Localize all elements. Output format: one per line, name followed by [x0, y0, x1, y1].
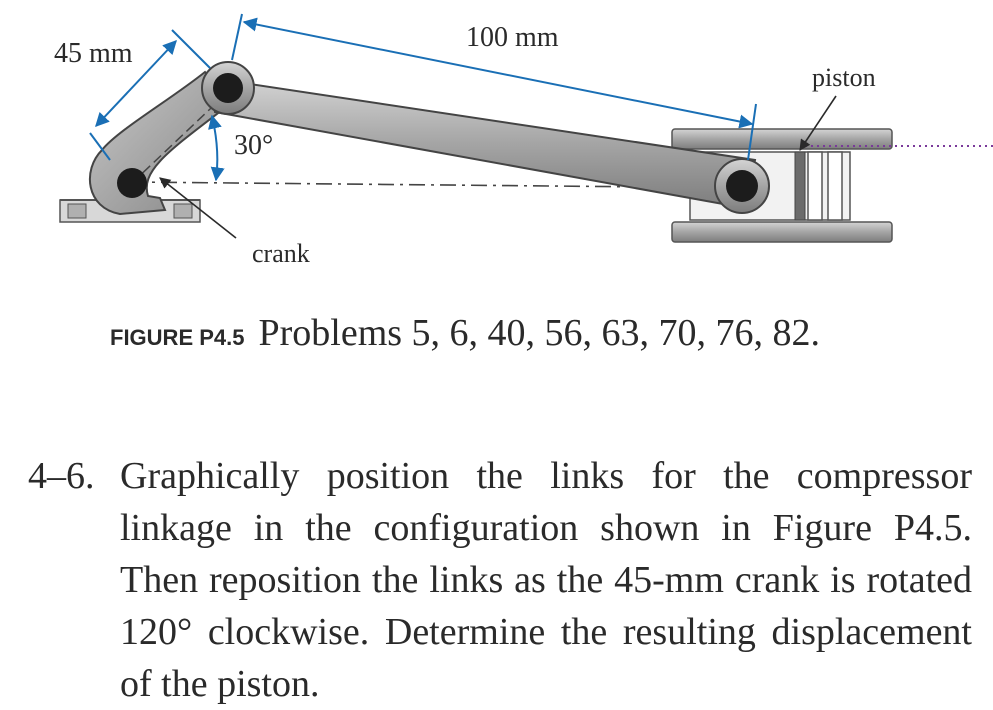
- piston-leader: [799, 95, 837, 151]
- crank-leader: [159, 177, 237, 239]
- caption-text: Problems 5, 6, 40, 56, 63, 70, 76, 82.: [258, 312, 821, 354]
- dim-rod-label: 100 mm: [466, 22, 559, 53]
- crank-rod-pin: [213, 73, 243, 103]
- linkage-figure: 45 mm 100 mm 30° piston crank: [54, 13, 993, 268]
- figure-caption: FIGURE P4.5 Problems 5, 6, 40, 56, 63, 70…: [110, 311, 970, 360]
- piston-pin: [726, 170, 758, 202]
- piston-label: piston: [812, 63, 876, 92]
- dim-crank-label: 45 mm: [54, 38, 133, 69]
- center-line: [129, 181, 761, 189]
- figure-id: FIGURE P4.5: [110, 325, 245, 350]
- dimension-rod: [231, 13, 757, 161]
- angle-label: 30°: [234, 130, 273, 161]
- problem-text: Graphically position the links for the c…: [120, 455, 972, 705]
- cylinder: [671, 128, 893, 243]
- crank-label: crank: [252, 239, 310, 268]
- crank-pivot-pin: [117, 168, 147, 198]
- dimension-crank: [89, 29, 211, 161]
- problem-number: 4–6.: [28, 455, 95, 497]
- angle-arc: [208, 114, 225, 182]
